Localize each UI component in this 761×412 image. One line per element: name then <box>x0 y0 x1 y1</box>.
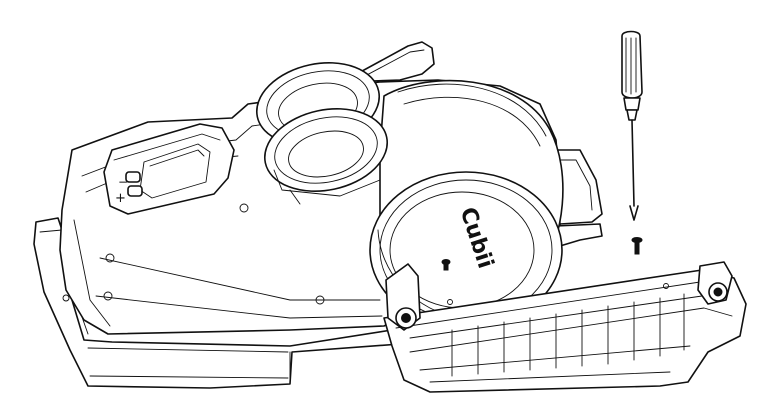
minus-symbol: − <box>118 175 128 189</box>
display-console: − + <box>103 123 235 215</box>
minus-button[interactable]: − <box>118 171 141 189</box>
left-pivot-bolt <box>395 307 417 329</box>
cover-screw-hole <box>441 259 451 271</box>
screw-icon <box>631 237 643 255</box>
right-pivot-bolt <box>708 282 728 302</box>
screwdriver-icon <box>621 30 643 221</box>
plus-symbol: + <box>115 191 126 206</box>
plus-button[interactable]: + <box>115 185 143 206</box>
stabilizer-bar <box>383 261 747 393</box>
pedal-rings <box>255 62 389 205</box>
